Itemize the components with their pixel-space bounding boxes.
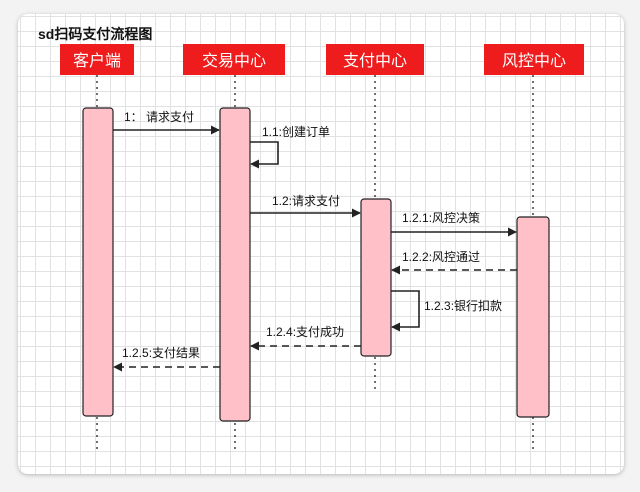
messages: [113, 125, 517, 372]
participant-header-box: [60, 44, 134, 75]
message-label-payment-result: 1.2.5:支付结果: [122, 346, 200, 360]
message-label-risk-approved: 1.2.2:风控通过: [402, 250, 480, 264]
message-arrow-bank-debit: [391, 290, 420, 332]
activation-risk: [516, 216, 550, 418]
participant-exchange: 交易中心: [183, 44, 285, 75]
message-label-bank-debit: 1.2.3:银行扣款: [424, 299, 502, 313]
activation-payment: [360, 198, 392, 357]
message-labels: 1： 请求支付 1.1:创建订单 1.2:请求支付 1.2.1:风控决策 1.2…: [122, 110, 502, 360]
message-label-request-payment-2: 1.2:请求支付: [272, 194, 340, 208]
message-arrow-create-order: [250, 141, 279, 169]
participant-label: 交易中心: [202, 52, 266, 70]
activation-client: [82, 107, 114, 417]
participant-label: 风控中心: [502, 52, 566, 70]
message-label-create-order: 1.1:创建订单: [262, 125, 330, 139]
participant-payment: 支付中心: [326, 44, 424, 75]
activation-exchange: [219, 107, 251, 422]
participant-risk: 风控中心: [484, 44, 584, 75]
participant-header-box: [484, 44, 584, 75]
participant-header-box: [183, 44, 285, 75]
message-label-payment-success: 1.2.4:支付成功: [266, 325, 344, 339]
participant-label: 客户端: [73, 52, 121, 70]
diagram-title: sd扫码支付流程图: [38, 26, 152, 42]
message-label-request-payment: 1： 请求支付: [124, 110, 194, 124]
message-label-risk-decision: 1.2.1:风控决策: [402, 211, 480, 225]
participant-client: 客户端: [60, 44, 134, 75]
activation-bars: [82, 107, 550, 422]
participant-header-box: [326, 44, 424, 75]
participant-label: 支付中心: [343, 52, 407, 70]
